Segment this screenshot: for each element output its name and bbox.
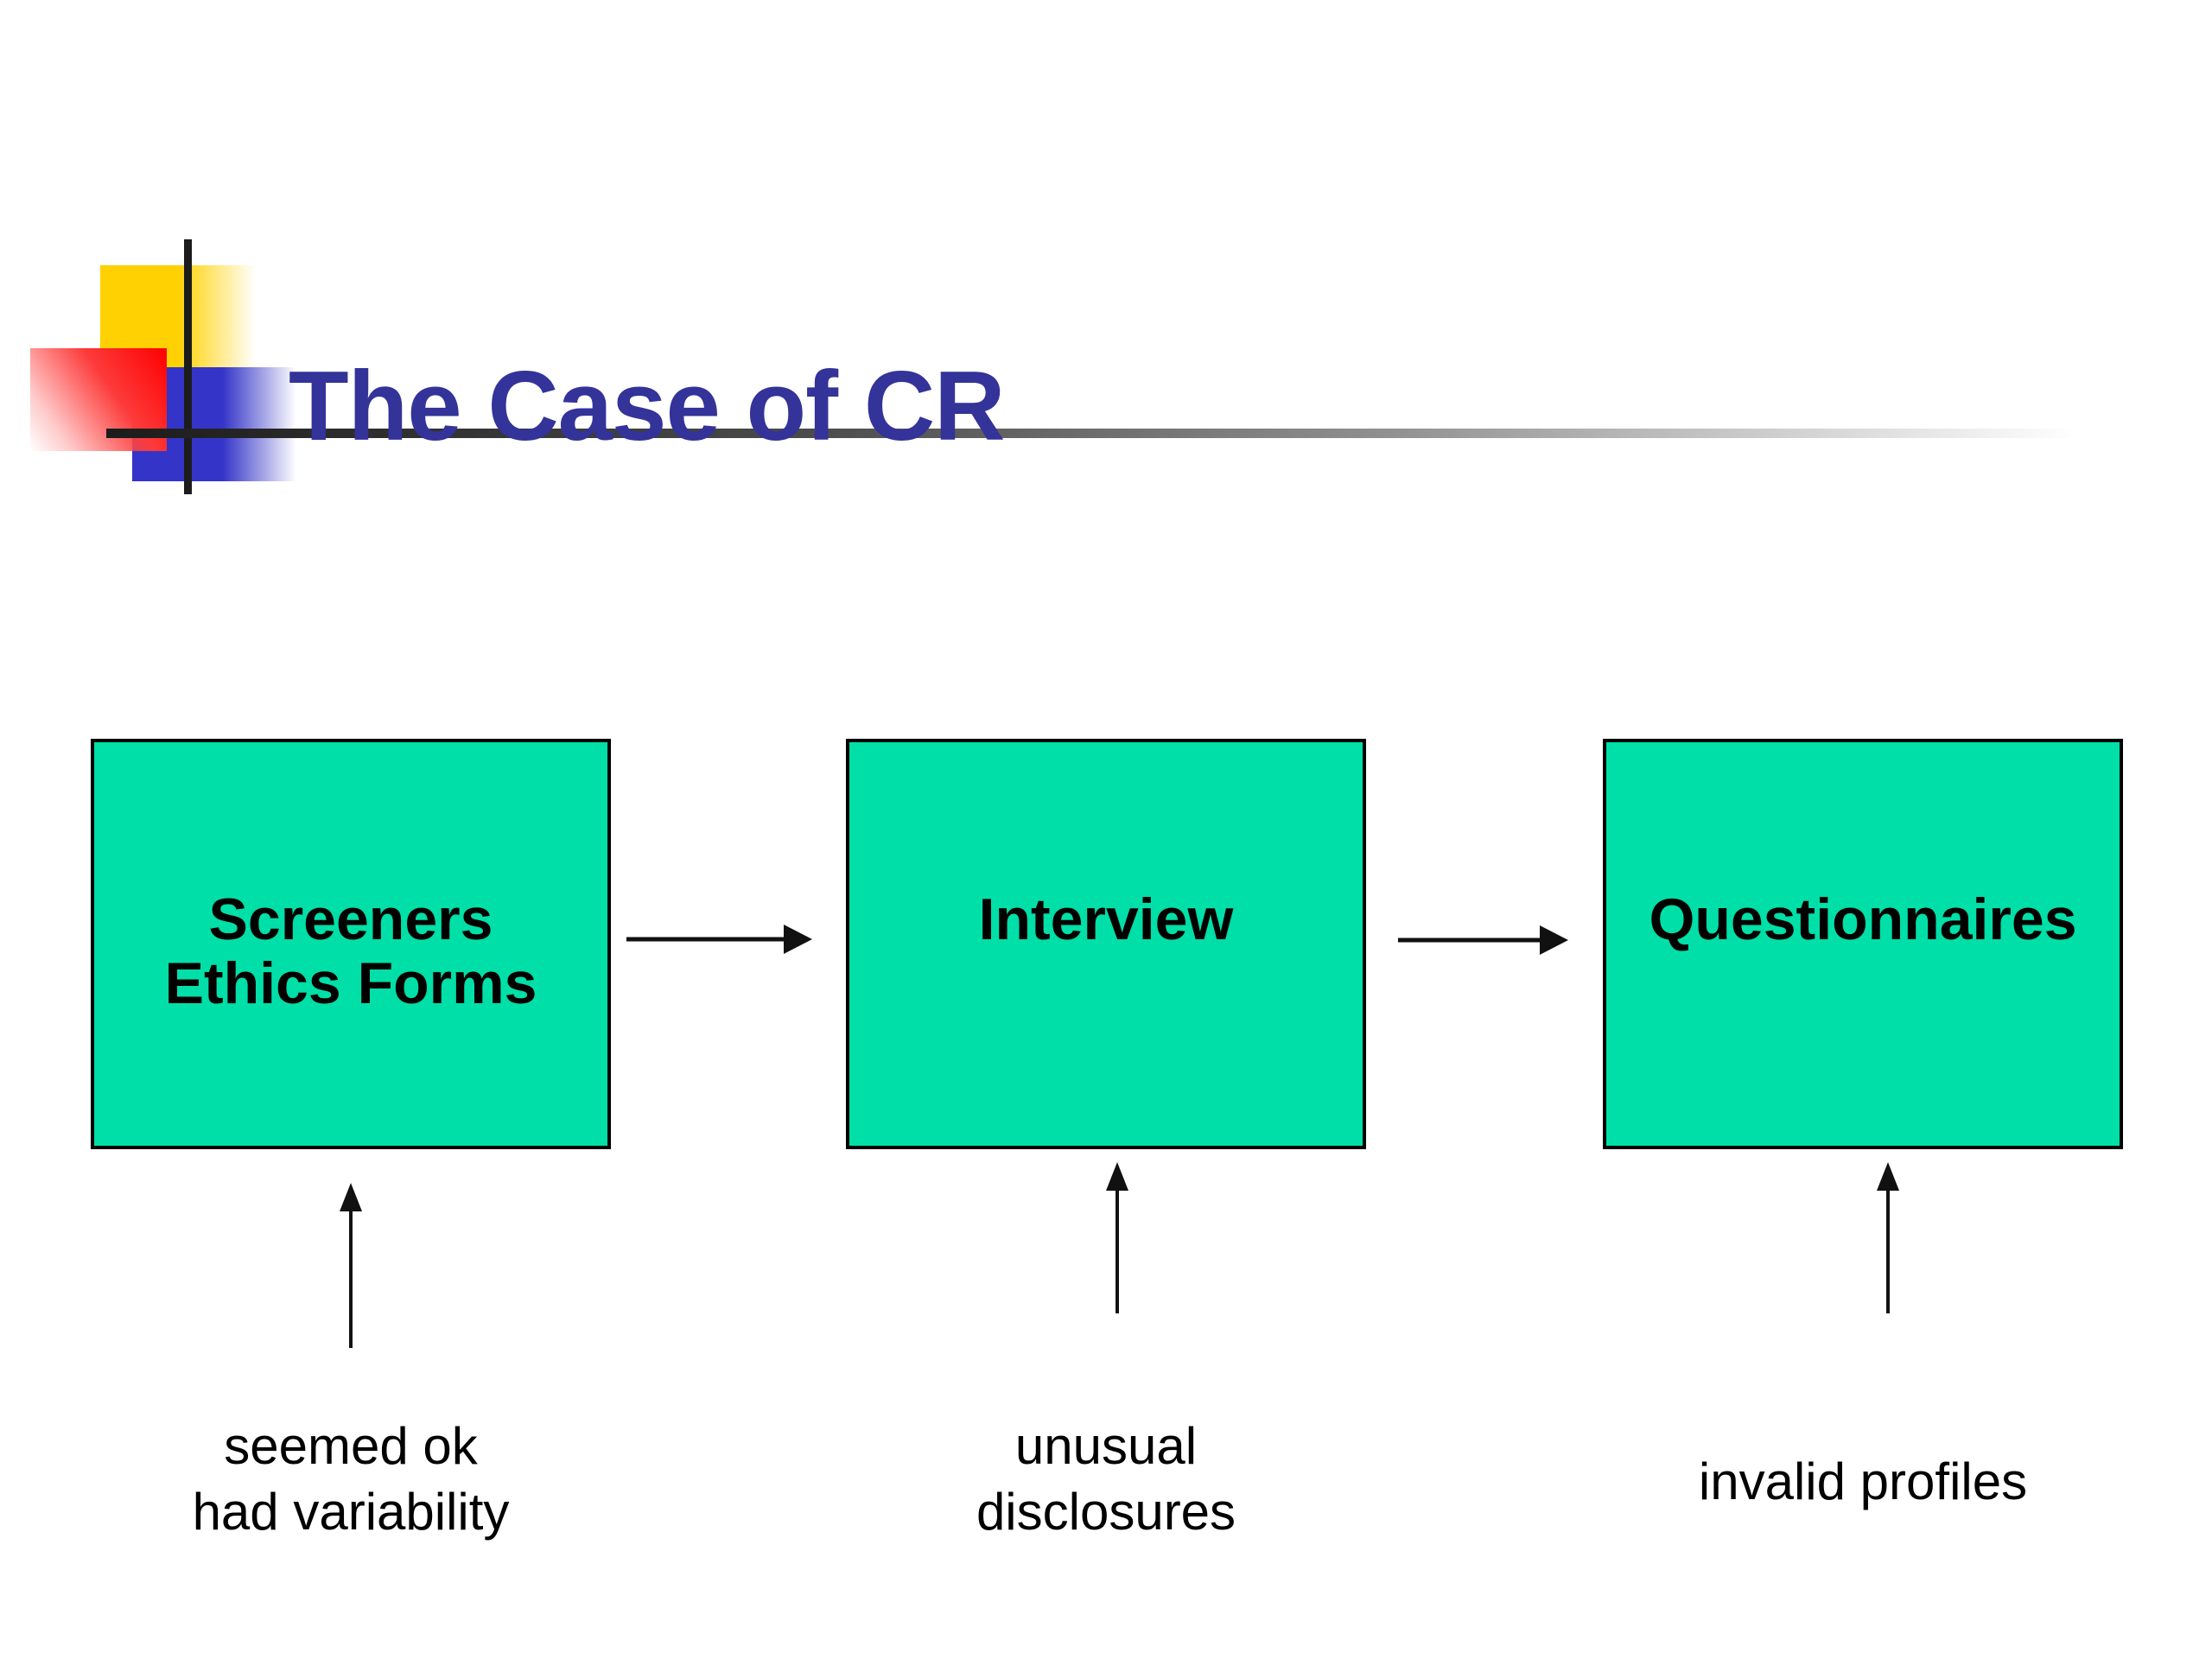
flow-box-label: Interview — [849, 887, 1363, 951]
arrow-right-icon — [626, 920, 813, 958]
flow-box-questionnaires: Questionnaires — [1603, 739, 2123, 1149]
flow-box-interview: Interview — [846, 739, 1366, 1149]
note-line: unusual — [1014, 1417, 1198, 1475]
title-underline-rule — [106, 429, 2076, 438]
arrow-up-icon — [1100, 1161, 1135, 1313]
flow-box-label-line: Interview — [978, 887, 1234, 952]
flow-box-label: Questionnaires — [1606, 887, 2120, 951]
note-line: disclosures — [976, 1483, 1236, 1541]
note-line: seemed ok — [224, 1417, 478, 1475]
flow-box-label-line: Screeners — [208, 887, 493, 952]
decoration-vertical-line — [184, 239, 192, 494]
note-line: had variability — [192, 1483, 510, 1541]
note-line: invalid profiles — [1698, 1452, 2028, 1510]
arrow-up-icon — [1871, 1161, 1905, 1313]
note-questionnaires: invalid profiles — [1603, 1449, 2123, 1515]
flow-box-screeners-ethics-forms: Screeners Ethics Forms — [91, 739, 611, 1149]
note-interview: unusual disclosures — [846, 1414, 1366, 1545]
note-screeners-ethics-forms: seemed ok had variability — [91, 1414, 611, 1545]
flow-box-label-line: Questionnaires — [1649, 887, 2077, 952]
flow-box-label-line: Ethics Forms — [164, 950, 537, 1016]
arrow-up-icon — [334, 1182, 368, 1348]
page-title: The Case of CR — [289, 352, 1005, 462]
flow-box-label: Screeners Ethics Forms — [94, 887, 607, 1015]
arrow-right-icon — [1398, 921, 1571, 959]
